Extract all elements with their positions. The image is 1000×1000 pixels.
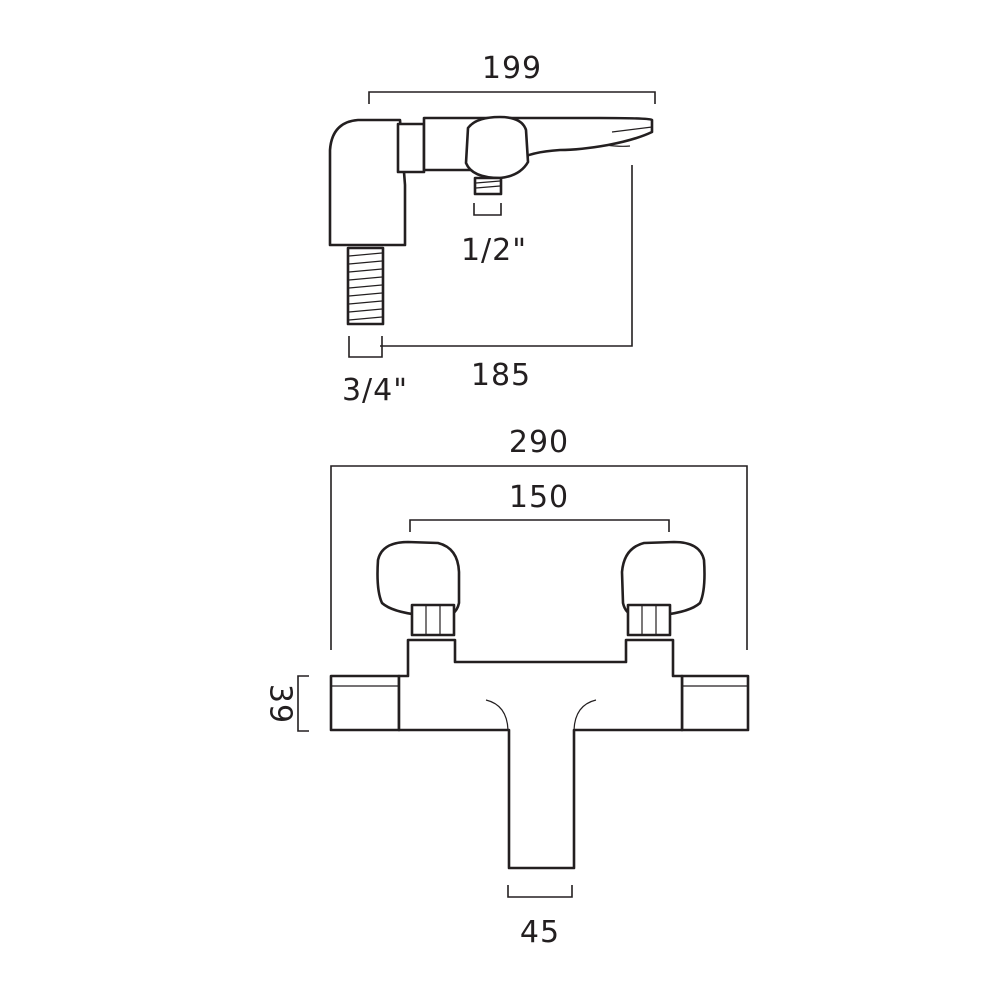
inlet-thread-shape (346, 246, 385, 326)
left-handle-shape (376, 540, 461, 637)
front-view: 290 150 39 45 (263, 425, 750, 950)
dim-line-body-height (297, 675, 309, 732)
dim-line-centres (409, 519, 670, 532)
spout-tip-shape (605, 126, 653, 147)
dim-line-overall-width (330, 465, 748, 650)
spout-curve-left (485, 699, 509, 731)
inlet-shroud-shape (328, 118, 407, 247)
right-handle-shape (620, 540, 706, 637)
dim-line-outlet-thread (473, 203, 502, 216)
dim-label-inlet-thread: 3/4" (342, 373, 408, 408)
spout-curve-right (573, 699, 597, 731)
dim-label-overall-width: 290 (509, 425, 569, 460)
dim-line-inlet-to-spout (380, 165, 633, 347)
dim-label-spout-width: 45 (520, 915, 560, 950)
dim-label-inlet-to-spout: 185 (471, 358, 531, 393)
dim-label-body-height: 39 (263, 684, 298, 724)
right-end-cap-shape (680, 674, 750, 732)
dim-label-overall-length: 199 (482, 51, 542, 86)
dim-line-overall-length (368, 91, 656, 104)
dim-line-spout-width (507, 885, 573, 898)
diverter-knob-shape (464, 115, 530, 180)
left-end-cap-shape (329, 674, 401, 732)
outlet-thread-shape (473, 176, 503, 196)
dim-label-outlet-thread: 1/2" (461, 233, 527, 268)
side-view: 199 185 3/4" 1/2" (328, 51, 656, 408)
dim-label-centres: 150 (509, 480, 569, 515)
dim-line-inlet-thread (348, 336, 383, 358)
mixer-body-shape (397, 638, 684, 870)
valve-body-shape (422, 116, 654, 172)
connector-collar-shape (396, 122, 426, 174)
